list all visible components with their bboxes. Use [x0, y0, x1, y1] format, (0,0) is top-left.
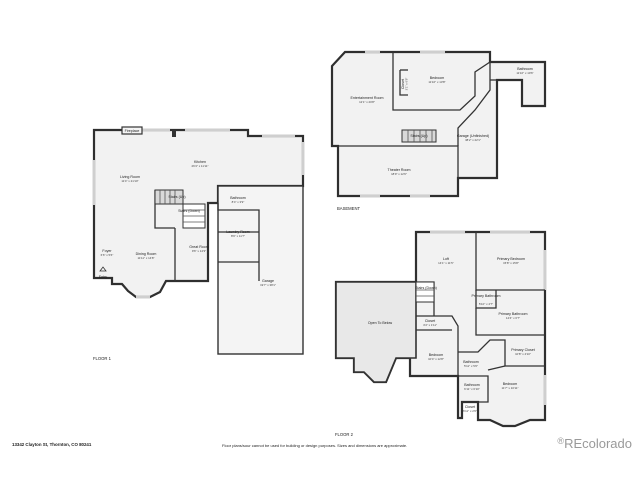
- bathroom-b-label: Bathroom: [517, 67, 533, 71]
- stairs-up-label: Stairs (Up): [168, 195, 185, 199]
- bathroom-b-dim: 11'10" x 10'6": [516, 71, 533, 75]
- stairs-up-block: [154, 189, 184, 205]
- entertainment-label: Entertainment Room: [351, 96, 384, 100]
- kitchen-dim: 26'4" x 11'11": [191, 164, 208, 168]
- primary-closet-label: Primary Closet: [511, 348, 535, 352]
- primary-bedroom-dim: 15'8" x 15'8": [503, 261, 519, 265]
- bathroom-f1-dim: 8'4" x 3'9": [232, 200, 245, 204]
- bathroom-f2b-dim: 6'11" x 6'10": [464, 387, 480, 391]
- entry-arrow-icon: [99, 266, 107, 272]
- loft-label: Loft: [443, 257, 449, 261]
- dining-label: Dining Room: [136, 252, 157, 256]
- floor-2-title: FLOOR 2: [335, 432, 354, 437]
- dining-dim: 11'11" x 14'8": [137, 256, 154, 260]
- primary-bath-small-label: Primary Bathroom: [472, 294, 501, 298]
- basement-title: BASEMENT: [337, 206, 360, 211]
- closet-f2-dim: 4'4" x 1'11": [423, 323, 437, 327]
- fireplace-box: [121, 126, 143, 135]
- bathroom-f1-label: Bathroom: [230, 196, 246, 200]
- bedroom-f2a-label: Bedroom: [429, 353, 444, 357]
- primary-bathroom-dim: 14'4" x 6'7": [506, 316, 520, 320]
- bathroom-f2b-label: Bathroom: [464, 383, 480, 387]
- living-room-label: Living Room: [120, 175, 140, 179]
- disclaimer-text: Floor plans/sour cannot be used for buil…: [222, 443, 408, 448]
- stairs-down-f2-block: [415, 281, 435, 303]
- floor-1-title: FLOOR 1: [93, 356, 112, 361]
- bedroom-b-label: Bedroom: [430, 76, 445, 80]
- living-room-dim: 11'4" x 21'10": [121, 179, 138, 183]
- great-room-label: Great Room: [189, 245, 209, 249]
- property-address: 13342 Clayton St, Thornton, CO 80241: [12, 442, 92, 447]
- open-below-area: [335, 281, 417, 383]
- garage-dim: 19'7" x 38'1": [260, 283, 276, 287]
- fireplace-label: Fireplace: [125, 129, 140, 133]
- open-below-label: Open To Below: [368, 321, 393, 325]
- brand-mark: ®: [557, 436, 565, 446]
- loft-dim: 14'1" x 11'5": [438, 261, 454, 265]
- theater-label: Theater Room: [388, 168, 411, 172]
- bedroom-f2b-dim: 11'7" x 10'11": [501, 386, 518, 390]
- closet-b-label: Closet: [401, 79, 405, 89]
- kitchen-label: Kitchen: [194, 160, 206, 164]
- floor-2-plan: Loft 14'1" x 11'5" Primary Bedroom 15'8"…: [334, 230, 547, 437]
- bedroom-b-dim: 11'10" x 13'8": [428, 80, 445, 84]
- garage-unfinished-label: Garage (Unfinished): [457, 134, 489, 138]
- closet-f2b-label: Closet: [465, 405, 475, 409]
- primary-bedroom-label: Primary Bedroom: [497, 257, 525, 261]
- bathroom-f2a-dim: 5'11" x 5'6": [464, 364, 478, 368]
- entertainment-dim: 12'1" x 20'8": [359, 100, 375, 104]
- primary-bath-small-dim: 5'10" x 4'7": [479, 302, 493, 306]
- floor-1-plan: Fireplace Kitchen 26'4" x 11'11" Living …: [92, 126, 305, 361]
- foyer-label: Foyer: [102, 249, 112, 253]
- brand-logo: ®REcolorado: [557, 436, 632, 451]
- primary-bathroom-label: Primary Bathroom: [499, 312, 528, 316]
- closet-f2b-dim: 6'11" x 2'6": [463, 409, 477, 413]
- bedroom-f2b-label: Bedroom: [503, 382, 518, 386]
- stairs-up-b-label: Stairs (Up): [410, 134, 427, 138]
- basement-plan: Bedroom 11'10" x 13'8" Closet 3'1" x 6'8…: [330, 50, 547, 211]
- stairs-down-f2-label: Stairs (Down): [415, 286, 437, 290]
- laundry-dim: 8'9" x 11'7": [231, 234, 245, 238]
- great-room-dim: 9'6" x 14'3": [192, 249, 206, 253]
- closet-b-dim: 3'1" x 6'8": [405, 78, 409, 91]
- closet-f2-label: Closet: [425, 319, 435, 323]
- bathroom-f2a-label: Bathroom: [463, 360, 479, 364]
- basement-outline: [330, 50, 547, 198]
- garage-label: Garage: [262, 279, 274, 283]
- theater-dim: 18'9" x 12'6": [391, 172, 407, 176]
- primary-closet-dim: 10'8" x 4'10": [515, 352, 531, 356]
- garage-unfinished-dim: 38'2" x 22'1": [465, 138, 481, 142]
- garage-room: [217, 185, 304, 355]
- basement-stairs-block: [401, 129, 437, 143]
- kitchen-column: [172, 130, 176, 137]
- foyer-dim: 6'6" x 5'6": [101, 253, 114, 257]
- bedroom-f2a-dim: 10'4" x 12'8": [428, 357, 444, 361]
- brand-name: REcolorado: [564, 436, 632, 451]
- stairs-down-label: Stairs (Down): [178, 209, 200, 213]
- laundry-label: Laundry Room: [226, 230, 250, 234]
- entry-label: Entry: [99, 275, 108, 279]
